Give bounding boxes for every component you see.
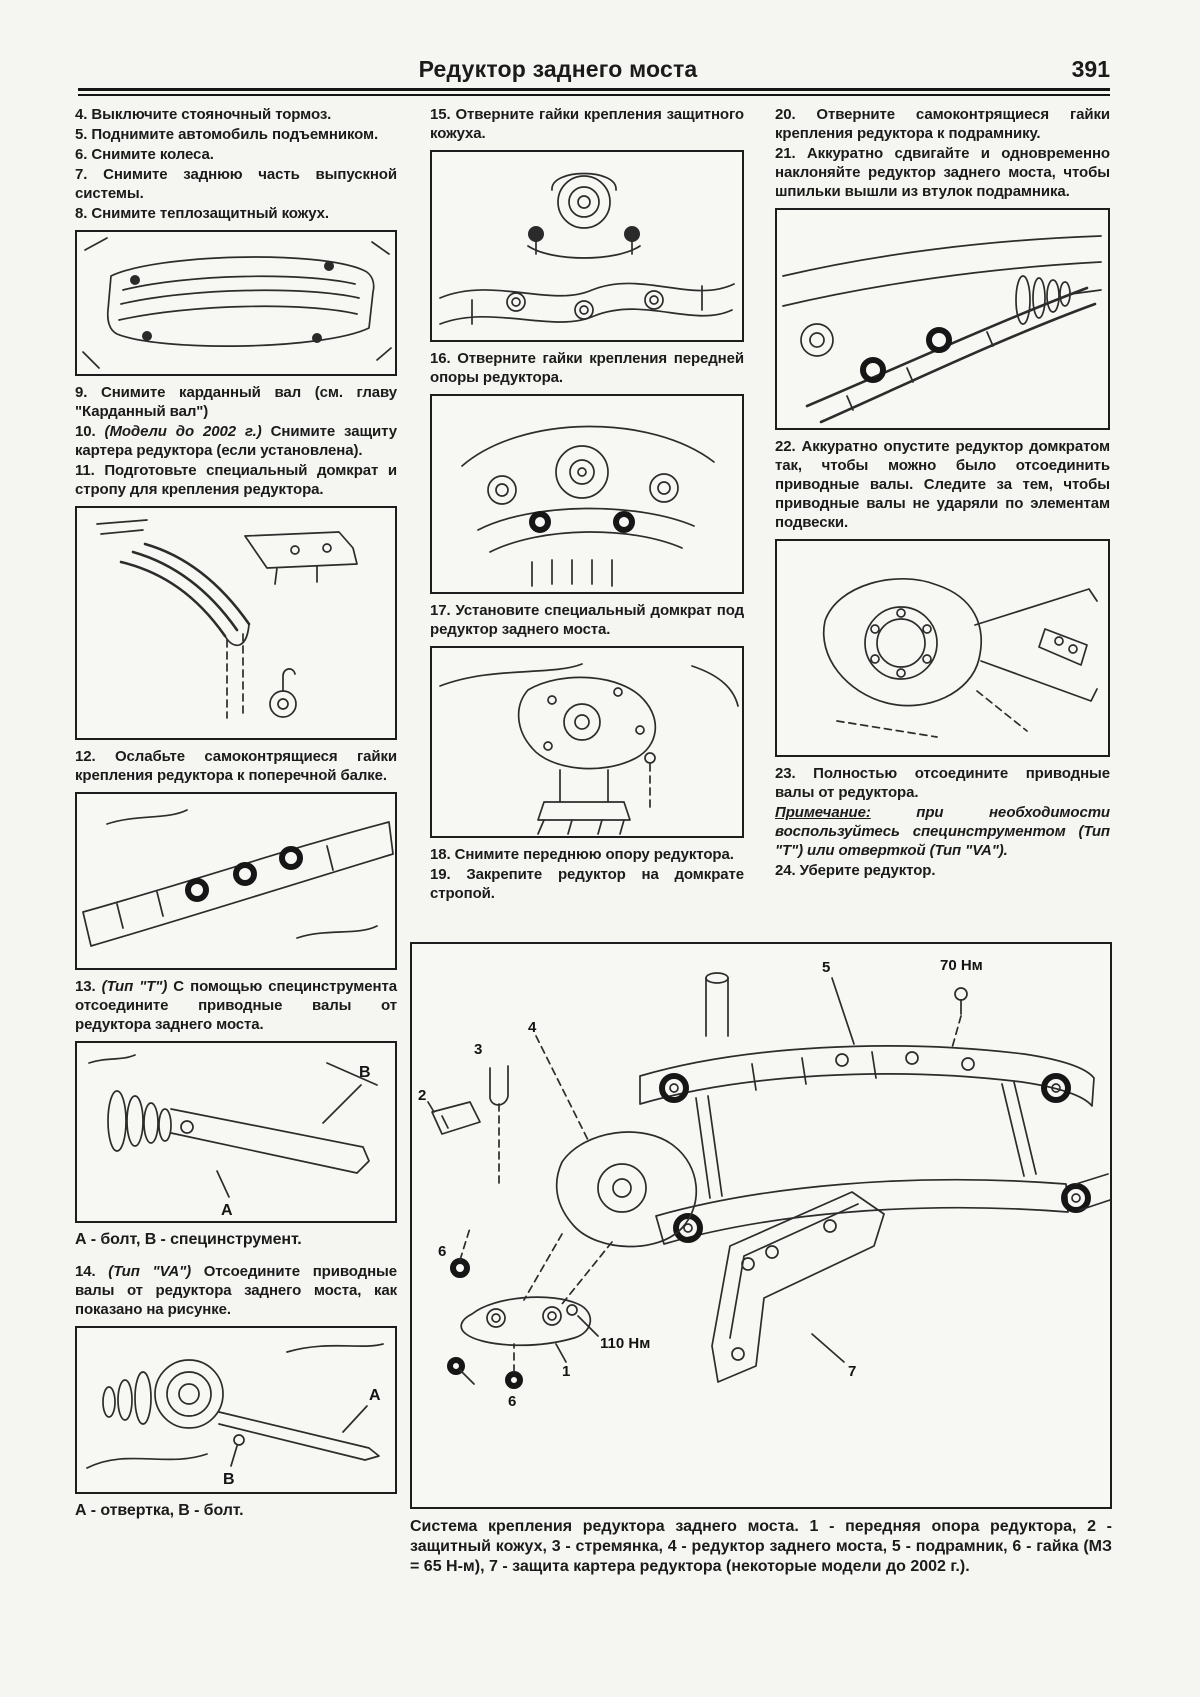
step-10-text: Снимите защиту картера редуктора (если у… (75, 423, 398, 459)
figure-jack-under-reducer (430, 646, 744, 838)
step-17: 17. Установите специальный домкрат под р… (430, 602, 744, 638)
mounting-system-drawing: 2 3 4 5 70 Нм 6 110 Нм 1 6 7 (418, 957, 1111, 1410)
step-10-models-note: (Модели до 2002 г.) (104, 423, 262, 440)
callout-1: 1 (562, 1363, 570, 1380)
step-19: 19. Закрепите редуктор на домкрате строп… (430, 866, 744, 902)
callout-6-upper: 6 (438, 1243, 446, 1260)
heat-shield-drawing (82, 237, 392, 369)
step-4: 4. Выключите стояночный тормоз. (75, 106, 332, 123)
page-title: Редуктор заднего моста (418, 56, 698, 82)
callout-4: 4 (528, 1019, 537, 1036)
jack-under-reducer-drawing (439, 663, 739, 835)
step-13-number: 13. (75, 978, 102, 995)
callout-6-lower: 6 (508, 1393, 516, 1410)
step-13-text: С помощью специнструмента отсоедините пр… (75, 978, 397, 1033)
step-13-type-note: (Тип "Т") (101, 978, 168, 995)
step-5: 5. Поднимите автомобиль подъемником. (75, 126, 379, 143)
driveshaft-type-va-drawing: А В (86, 1343, 384, 1488)
figure-caption-type-t: А - болт, В - специнструмент. (75, 1231, 302, 1248)
figure-jack-strap (75, 506, 397, 740)
step-14-text: Отсоедините приводные валы от редуктора … (75, 1263, 397, 1318)
step-10: 10. (Модели до 2002 г.) Снимите защиту к… (75, 422, 397, 460)
figure-crossmember-nuts (75, 792, 397, 970)
step-7: 7. Снимите заднюю часть выпускной систем… (75, 166, 397, 202)
callout-3: 3 (474, 1041, 482, 1058)
assembly-caption: Система крепления редуктора заднего мост… (410, 1518, 1112, 1575)
figure-shield-nuts (430, 150, 744, 342)
step-20: 20. Отверните самоконтрящиеся гайки креп… (775, 106, 1110, 142)
label-b-bolt: В (359, 1064, 370, 1081)
header-rule (78, 88, 1110, 96)
figure-subframe-nuts (775, 208, 1110, 430)
subframe-nuts-drawing (782, 235, 1102, 424)
step-23: 23. Полностью отсоедините приводные валы… (775, 765, 1110, 801)
driveshaft-type-t-drawing: В А (88, 1054, 378, 1219)
figure-caption-type-va: А - отвертка, В - болт. (75, 1502, 244, 1519)
step-10-number: 10. (75, 423, 105, 440)
callout-5: 5 (822, 959, 830, 976)
step-18: 18. Снимите переднюю опору редуктора. (430, 846, 734, 863)
step-16: 16. Отверните гайки крепления передней о… (430, 350, 744, 386)
jack-strap-drawing (96, 519, 358, 719)
note-text: при необходимости воспользуйтесь специнс… (775, 804, 1110, 859)
step-22: 22. Аккуратно опустите редуктор домкрато… (775, 438, 1110, 531)
step-9: 9. Снимите карданный вал (см. главу "Кар… (75, 384, 397, 420)
lowered-reducer-drawing (822, 577, 1098, 738)
figure-driveshaft-type-va: А В (75, 1326, 397, 1494)
step-8: 8. Снимите теплозащитный кожух. (75, 205, 329, 222)
callout-torque-110: 110 Нм (600, 1335, 650, 1352)
page-number: 391 (1071, 56, 1110, 82)
label-a-screwdriver: А (369, 1387, 381, 1404)
step-21: 21. Аккуратно сдвигайте и одновременно н… (775, 145, 1110, 200)
label-b-bolt: В (223, 1471, 234, 1488)
note-label: Примечание: (775, 804, 871, 821)
step-15: 15. Отверните гайки крепления защитного … (430, 106, 744, 142)
callout-torque-70: 70 Нм (940, 957, 983, 974)
callout-2: 2 (418, 1087, 426, 1104)
step-14-type-note: (Тип "VA") (108, 1263, 191, 1280)
step-14: 14. (Тип "VA") Отсоедините приводные вал… (75, 1262, 397, 1319)
figure-mounting-system: 2 3 4 5 70 Нм 6 110 Нм 1 6 7 (410, 942, 1112, 1509)
crossmember-nuts-drawing (82, 809, 394, 947)
callout-7: 7 (848, 1363, 856, 1380)
step-13: 13. (Тип "Т") С помощью специнструмента … (75, 977, 397, 1034)
column-middle: 15. Отверните гайки крепления защитного … (430, 105, 744, 904)
step-24: 24. Уберите редуктор. (775, 862, 936, 879)
figure-lowered-reducer (775, 539, 1110, 757)
step-14-number: 14. (75, 1263, 109, 1280)
column-right: 20. Отверните самоконтрящиеся гайки креп… (775, 105, 1110, 881)
figure-front-support-nuts (430, 394, 744, 594)
note: Примечание: при необходимости воспользуй… (775, 803, 1110, 860)
step-6: 6. Снимите колеса. (75, 146, 214, 163)
front-support-nuts-drawing (461, 425, 715, 587)
step-11: 11. Подготовьте специальный домкрат и ст… (75, 462, 397, 498)
figure-heat-shield (75, 230, 397, 376)
assembly-figure-block: 2 3 4 5 70 Нм 6 110 Нм 1 6 7 Система кре… (410, 942, 1112, 1593)
figure-driveshaft-type-t: В А (75, 1041, 397, 1223)
column-left: 4. Выключите стояночный тормоз. 5. Подни… (75, 105, 397, 1533)
step-12: 12. Ослабьте самоконтрящиеся гайки крепл… (75, 748, 397, 784)
label-a-tool: А (221, 1202, 233, 1219)
shield-nuts-drawing (439, 172, 735, 325)
